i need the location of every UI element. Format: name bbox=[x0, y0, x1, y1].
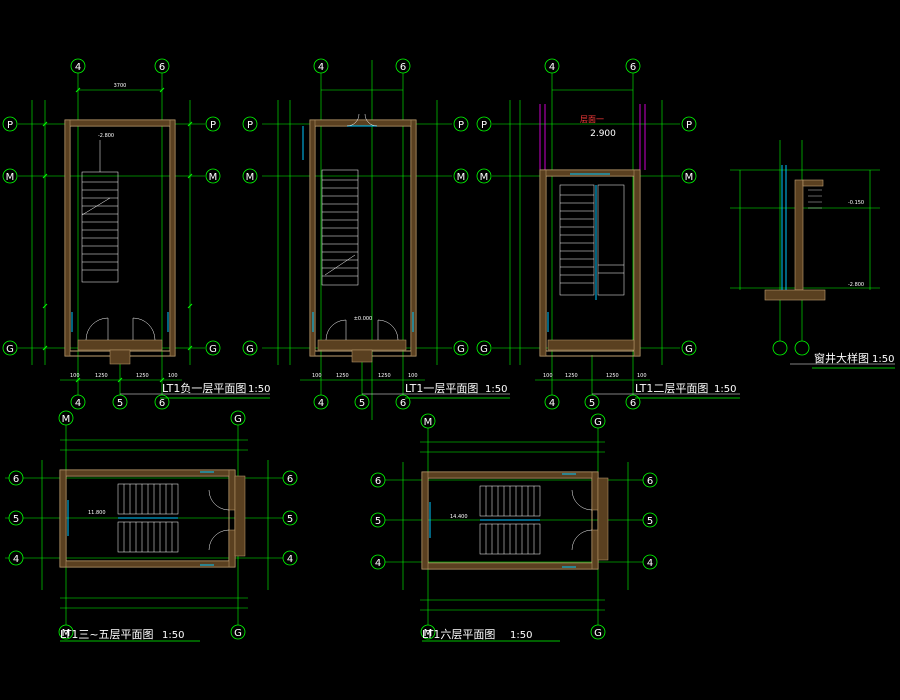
plan-scale: 1:50 bbox=[872, 354, 894, 365]
axis-bubble-4-bottom: 4 bbox=[549, 398, 555, 409]
plan-scale: 1:50 bbox=[510, 630, 532, 641]
plan-scale: 1:50 bbox=[162, 630, 184, 641]
axis-bubble-p-right: P bbox=[686, 120, 692, 131]
plan-sixth-floor: 14.400 M G M G 6 5 4 6 5 4 LT1六层平面图 1:50 bbox=[370, 413, 658, 642]
dim-bottom-1: 100 bbox=[70, 373, 80, 379]
plan-scale: 1:50 bbox=[248, 384, 270, 395]
axis-bubble-g: G bbox=[234, 414, 242, 425]
axis-bubble-5-bottom: 5 bbox=[589, 398, 595, 409]
plan-scale: 1:50 bbox=[485, 384, 507, 395]
dim-bottom-2: 1250 bbox=[336, 373, 349, 379]
axis-bubble-4: 4 bbox=[13, 554, 19, 565]
axis-bubble-g-right: G bbox=[209, 344, 217, 355]
level-text: 14.400 bbox=[450, 514, 468, 520]
axis-bubble-6: 6 bbox=[13, 474, 19, 485]
axis-bubble-g-bottom: G bbox=[594, 628, 602, 639]
axis-bubble-p-right: P bbox=[210, 120, 216, 131]
plan-scale: 1:50 bbox=[714, 384, 736, 395]
axis-bubble-g: G bbox=[6, 344, 14, 355]
axis-bubble-m-bottom: M bbox=[62, 628, 71, 639]
axis-bubble-m-bottom: M bbox=[424, 628, 433, 639]
axis-bubble-6-bottom: 6 bbox=[159, 398, 165, 409]
axis-bubble-4-bottom: 4 bbox=[318, 398, 324, 409]
dim-bottom-3: 1250 bbox=[136, 373, 149, 379]
plan-second-floor: 层面一 2.900 4 6 4 5 6 P M G P M G 100 1250… bbox=[476, 58, 740, 410]
axis-bubble-6: 6 bbox=[159, 62, 165, 73]
plan-basement: 4 6 4 5 6 P M G P M G 3700 -2.800 100 12… bbox=[2, 58, 270, 410]
plan-first-floor: 4 6 4 5 6 P M G P M G ±0.000 100 1250 12… bbox=[242, 58, 510, 420]
axis-bubble-6: 6 bbox=[630, 62, 636, 73]
axis-bubble-g: G bbox=[594, 417, 602, 428]
plan-title: LT1六层平面图 bbox=[422, 628, 495, 641]
axis-bubble-g: G bbox=[480, 344, 488, 355]
level-text: 11.800 bbox=[88, 510, 106, 516]
axis-bubble-m: M bbox=[246, 172, 255, 183]
dim-bottom-2: 1250 bbox=[565, 373, 578, 379]
axis-bubble-5-right: 5 bbox=[647, 516, 653, 527]
axis-bubble-g-right: G bbox=[685, 344, 693, 355]
axis-bubble-5: 5 bbox=[375, 516, 381, 527]
axis-bubble-6-right: 6 bbox=[287, 474, 293, 485]
dim-bottom-3: 1250 bbox=[606, 373, 619, 379]
axis-bubble-m: M bbox=[424, 417, 433, 428]
plan-title: LT1负一层平面图 bbox=[162, 381, 246, 395]
axis-bubble-6-bottom: 6 bbox=[630, 398, 636, 409]
axis-bubble-p: P bbox=[481, 120, 487, 131]
axis-bubble-m-right: M bbox=[457, 172, 466, 183]
dim-bottom-4: 100 bbox=[168, 373, 178, 379]
plan-title: 窗井大样图 bbox=[814, 351, 869, 365]
axis-bubble-4: 4 bbox=[375, 558, 381, 569]
axis-bubble-p: P bbox=[7, 120, 13, 131]
axis-bubble-4-bottom: 4 bbox=[75, 398, 81, 409]
axis-bubble-g: G bbox=[246, 344, 254, 355]
axis-bubble-6: 6 bbox=[375, 476, 381, 487]
axis-bubble-5-bottom: 5 bbox=[359, 398, 365, 409]
dim-bottom-3: 1250 bbox=[378, 373, 391, 379]
detail-window-well: -0.150 -2.800 窗井大样图 1:50 bbox=[730, 140, 895, 369]
dim-bottom-2: 1250 bbox=[95, 373, 108, 379]
detail-level-1: -0.150 bbox=[848, 200, 864, 206]
axis-bubble-4-right: 4 bbox=[647, 558, 653, 569]
axis-bubble-g-bottom: G bbox=[234, 628, 242, 639]
axis-bubble-5-bottom: 5 bbox=[117, 398, 123, 409]
plan-title: LT1一层平面图 bbox=[405, 382, 478, 395]
axis-bubble-m: M bbox=[480, 172, 489, 183]
plan-title: LT1二层平面图 bbox=[635, 382, 708, 395]
plan-typical-floors: 11.800 M G M G 6 5 4 6 5 4 LT1三~五层平面图 1:… bbox=[5, 410, 298, 642]
dim-top: 3700 bbox=[114, 83, 127, 89]
detail-level-2: -2.800 bbox=[848, 282, 864, 288]
axis-bubble-m-right: M bbox=[685, 172, 694, 183]
axis-bubble-p: P bbox=[247, 120, 253, 131]
axis-bubble-4: 4 bbox=[75, 62, 81, 73]
dim-bottom-4: 100 bbox=[637, 373, 647, 379]
axis-bubble-4: 4 bbox=[549, 62, 555, 73]
dim-bottom-4: 100 bbox=[408, 373, 418, 379]
level-text: 2.900 bbox=[590, 129, 616, 139]
axis-bubble-m: M bbox=[62, 414, 71, 425]
axis-bubble-6: 6 bbox=[400, 62, 406, 73]
axis-bubble-6-bottom: 6 bbox=[400, 398, 406, 409]
axis-bubble-m: M bbox=[6, 172, 15, 183]
axis-bubble-g-right: G bbox=[457, 344, 465, 355]
dim-bottom-1: 100 bbox=[543, 373, 553, 379]
axis-bubble-5-right: 5 bbox=[287, 514, 293, 525]
roof-tag: 层面一 bbox=[580, 115, 604, 124]
axis-bubble-4-right: 4 bbox=[287, 554, 293, 565]
plan-title: LT1三~五层平面图 bbox=[60, 628, 154, 641]
axis-bubble-p-right: P bbox=[458, 120, 464, 131]
dim-bottom-1: 100 bbox=[312, 373, 322, 379]
axis-bubble-6-right: 6 bbox=[647, 476, 653, 487]
level-text: ±0.000 bbox=[354, 316, 373, 322]
axis-bubble-m-right: M bbox=[209, 172, 218, 183]
axis-bubble-4: 4 bbox=[318, 62, 324, 73]
axis-bubble-5: 5 bbox=[13, 514, 19, 525]
level-text: -2.800 bbox=[98, 133, 114, 139]
